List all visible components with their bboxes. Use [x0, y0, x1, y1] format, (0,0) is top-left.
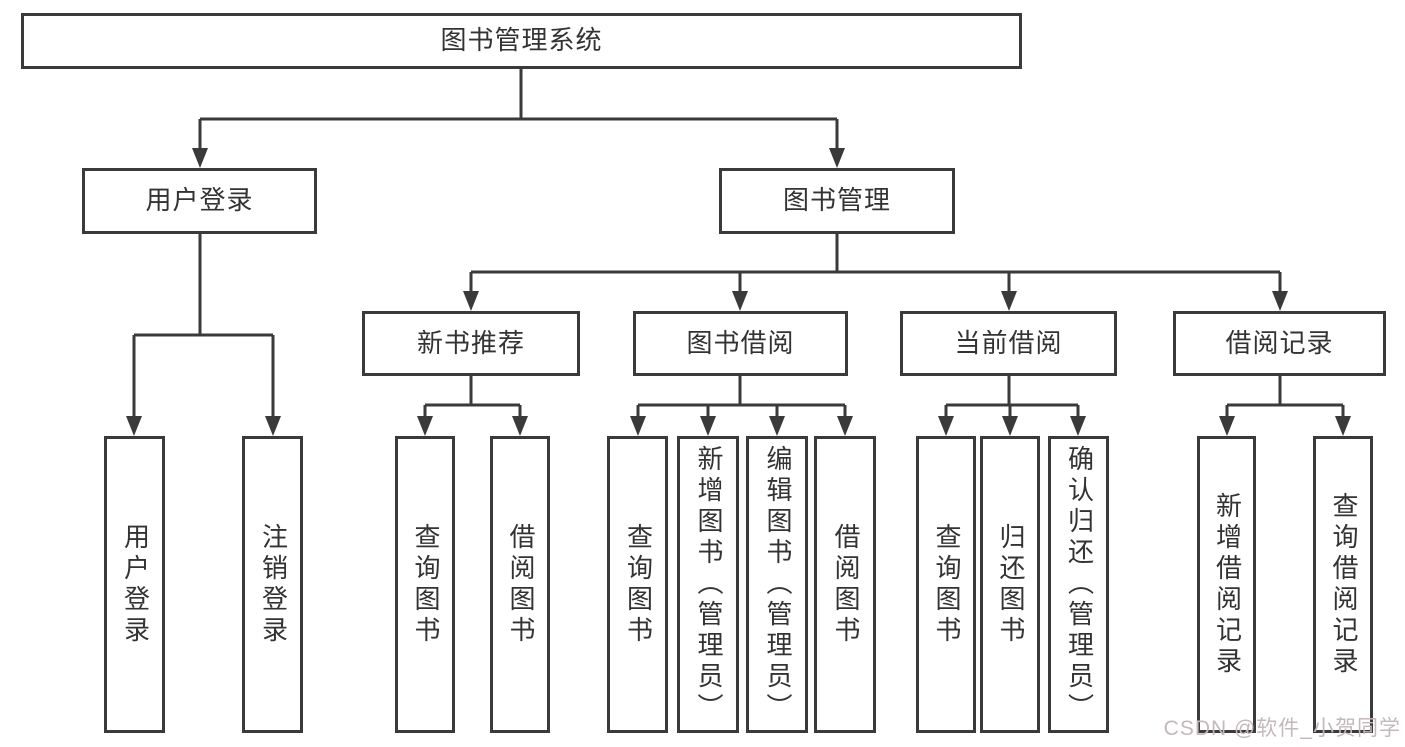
arrowhead	[837, 416, 853, 436]
arrowhead	[1002, 416, 1018, 436]
node-edit-book-admin: 编辑图书（管理员）	[746, 436, 808, 733]
connector-root-to-level2	[192, 69, 845, 168]
connector-line	[423, 376, 522, 416]
node-return-books: 归还图书	[980, 436, 1040, 733]
node-query-borrow-record: 查询借阅记录	[1313, 436, 1373, 733]
node-confirm-return-admin: 确认归还（管理员）	[1048, 436, 1109, 733]
arrowhead	[265, 416, 281, 436]
connector-line	[198, 69, 839, 148]
connector-borrowing-records-to-leaves	[1219, 376, 1351, 436]
node-borrow-books-1: 借阅图书	[490, 436, 550, 733]
arrowhead	[769, 416, 785, 436]
node-borrowing-records: 借阅记录	[1173, 311, 1386, 376]
arrowhead	[512, 416, 528, 436]
node-book-management: 图书管理	[719, 168, 955, 234]
connector-line	[944, 376, 1080, 416]
arrowhead	[192, 148, 208, 168]
connector-new-book-to-leaves	[417, 376, 528, 436]
watermark-text: CSDN @软件_小贺同学	[1163, 717, 1401, 740]
arrowhead	[417, 416, 433, 436]
arrowhead	[1272, 291, 1288, 311]
arrowhead	[630, 416, 646, 436]
arrowhead	[1219, 416, 1235, 436]
arrowhead	[732, 291, 748, 311]
node-query-books-2: 查询图书	[607, 436, 668, 733]
arrowhead	[1001, 291, 1017, 311]
node-borrow-books-2: 借阅图书	[814, 436, 876, 733]
connector-book-management-to-level3	[463, 234, 1288, 311]
arrowhead	[126, 416, 142, 436]
node-query-books-3: 查询图书	[916, 436, 976, 733]
connector-user-login-to-leaves	[126, 234, 281, 436]
arrowhead	[1335, 416, 1351, 436]
node-add-book-admin: 新增图书（管理员）	[677, 436, 739, 733]
connector-book-borrowing-to-leaves	[630, 376, 853, 436]
node-user-login: 用户登录	[82, 168, 317, 234]
node-logout-leaf: 注销登录	[242, 436, 303, 733]
connector-line	[1225, 376, 1345, 416]
node-new-book-recommend: 新书推荐	[362, 311, 580, 376]
arrowhead	[1070, 416, 1086, 436]
node-book-borrowing: 图书借阅	[633, 311, 848, 376]
node-user-login-leaf: 用户登录	[104, 436, 165, 733]
node-add-borrow-record: 新增借阅记录	[1197, 436, 1256, 733]
connector-line	[636, 376, 847, 416]
arrowhead	[938, 416, 954, 436]
node-current-borrowing: 当前借阅	[900, 311, 1117, 376]
arrowhead	[829, 148, 845, 168]
node-library-management-system: 图书管理系统	[21, 13, 1022, 69]
connector-current-borrowing-to-leaves	[938, 376, 1086, 436]
connector-line	[132, 234, 275, 416]
arrowhead	[700, 416, 716, 436]
node-query-books-1: 查询图书	[395, 436, 455, 733]
connector-line	[469, 234, 1282, 291]
arrowhead	[463, 291, 479, 311]
